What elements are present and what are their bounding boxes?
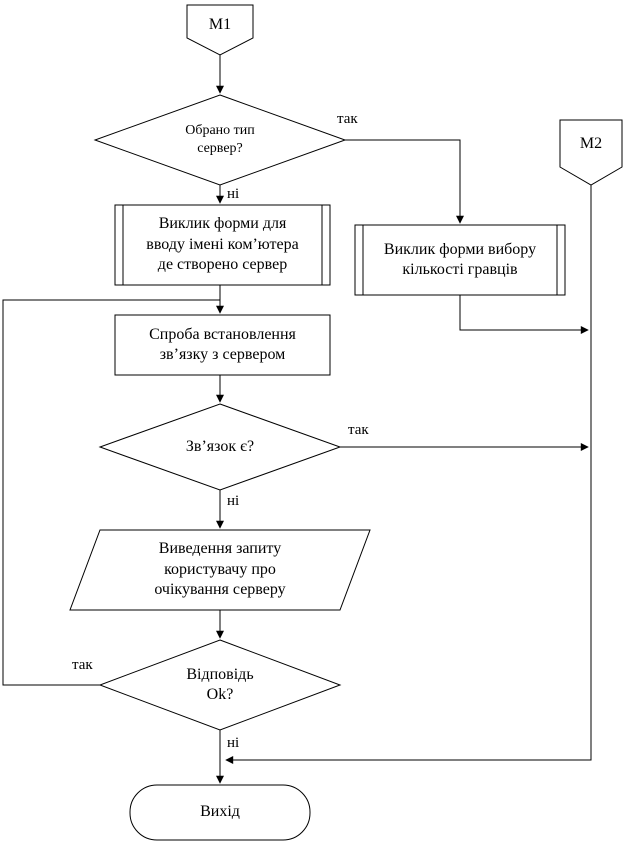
edge-m2-right-line-to-exit: [225, 185, 592, 764]
connector-m2-shape: [559, 119, 623, 186]
predefined-players-form-shape: [354, 224, 566, 296]
connector-m1-shape: [186, 4, 254, 56]
io-wait-prompt-shape: [69, 529, 371, 611]
edge-yes-to-predefined-players-form: [345, 139, 464, 224]
edge-players-form-to-right-line: [459, 295, 589, 334]
decision-connection-shape: [98, 403, 342, 491]
decision-server-type-shape: [93, 94, 347, 186]
terminator-exit-shape: [129, 784, 311, 841]
edge-yes-answer-feedback-loop: [2, 299, 220, 686]
predefined-name-form-shape: [114, 204, 331, 286]
process-try-connection-shape: [114, 314, 331, 376]
decision-answer-ok-shape: [98, 639, 342, 731]
